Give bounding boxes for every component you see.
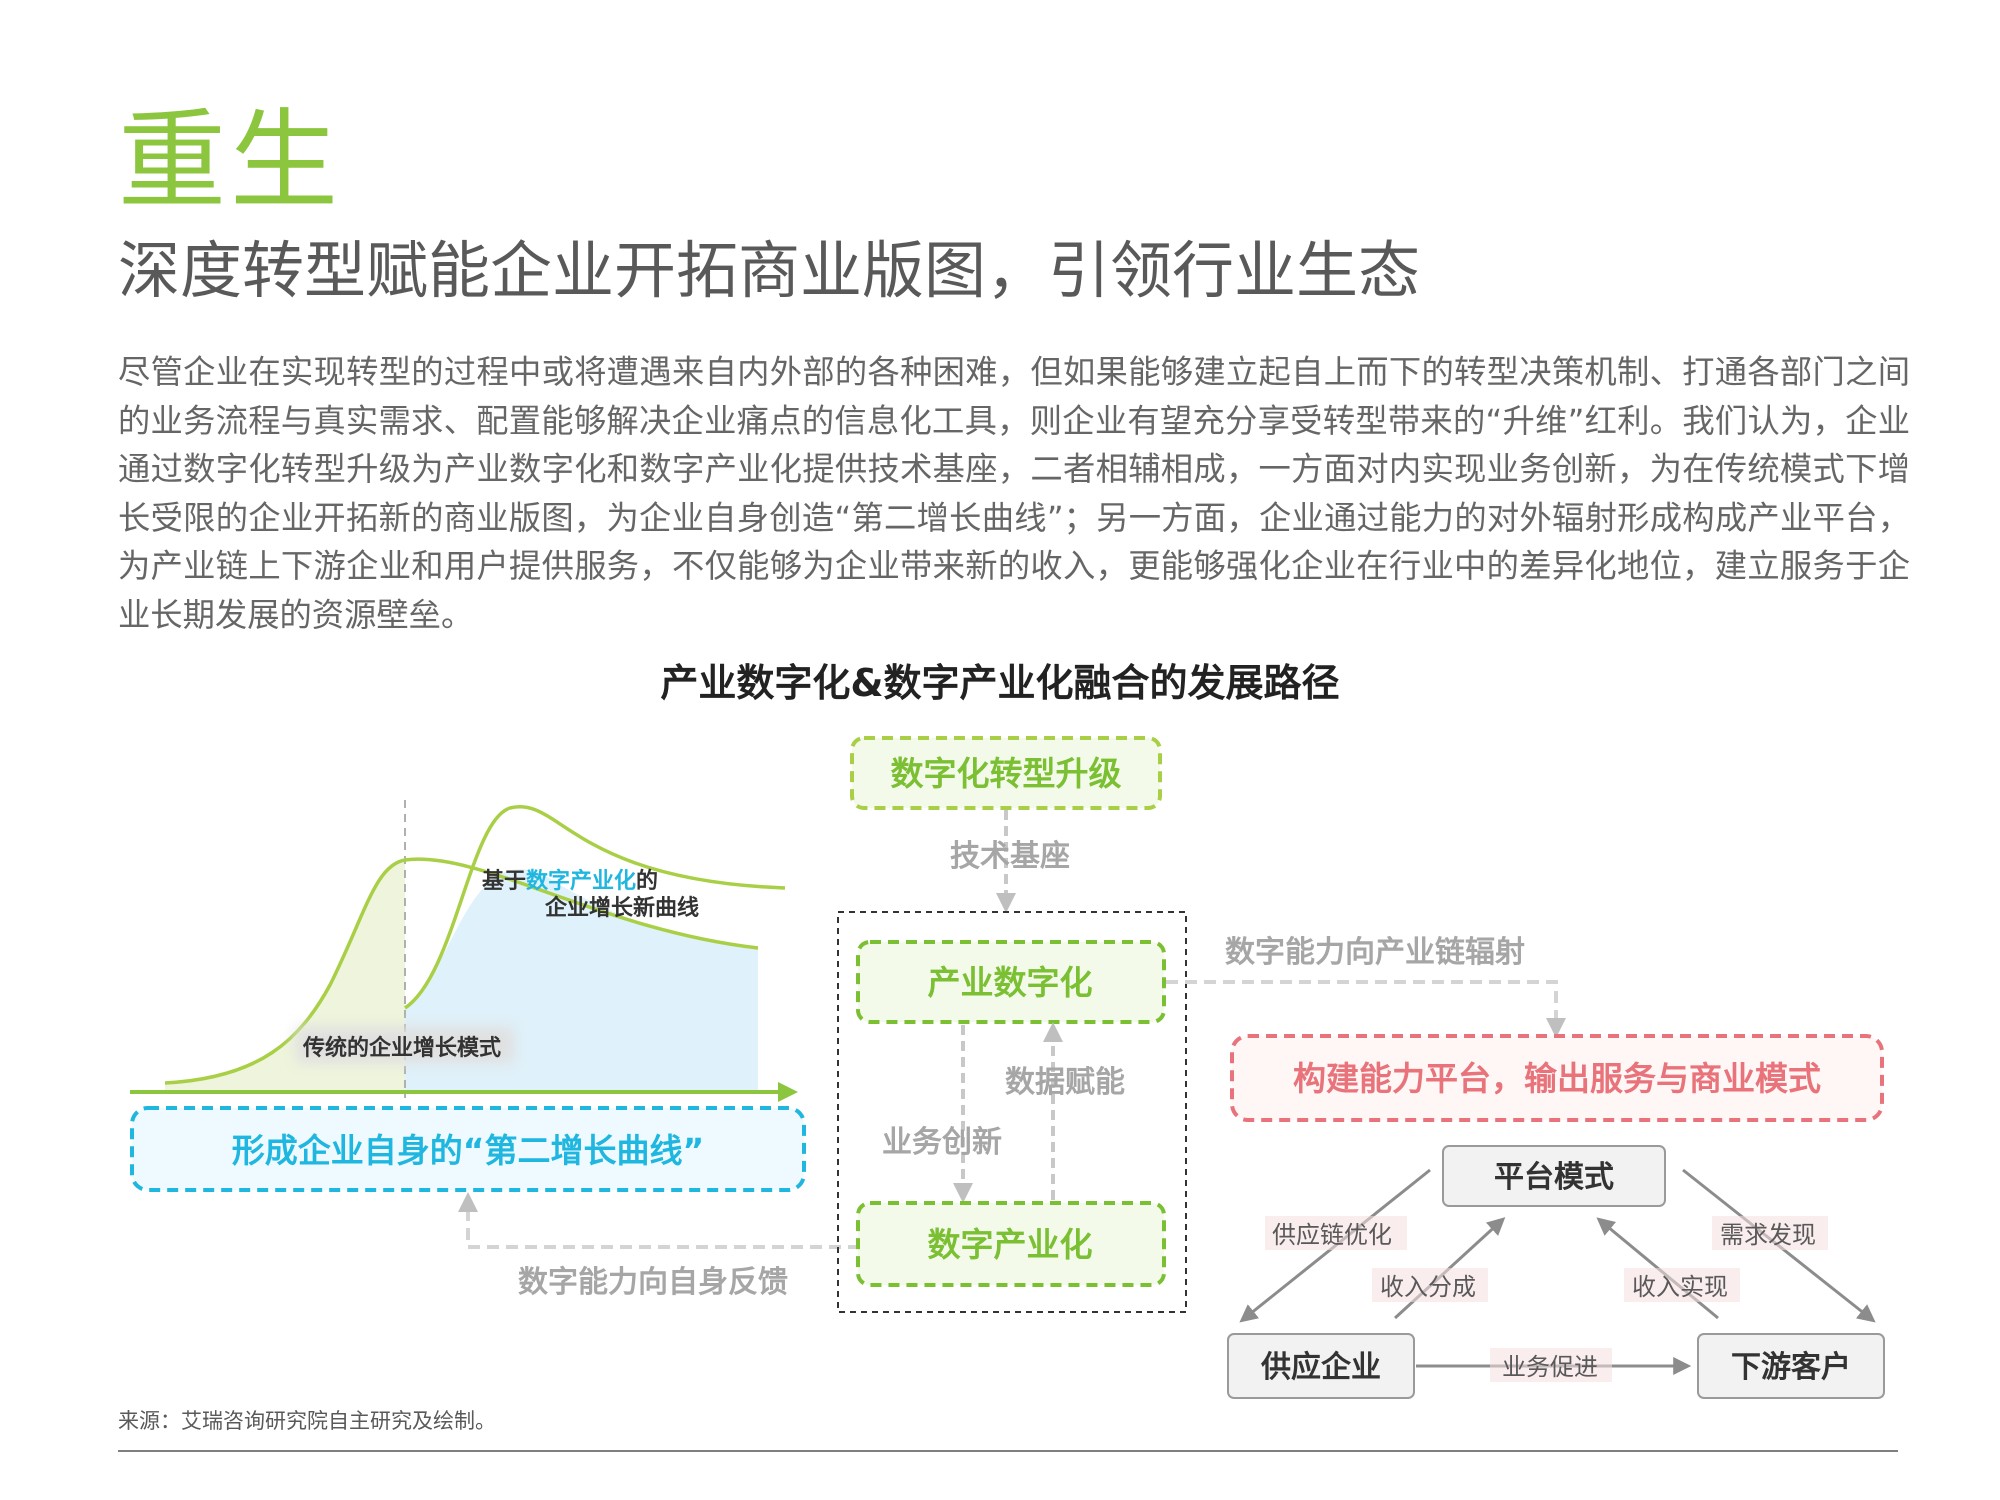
radiate-label: 数字能力向产业链辐射: [1225, 935, 1525, 970]
customer-node: 下游客户: [1697, 1333, 1885, 1399]
body-paragraph: 尽管企业在实现转型的过程中或将遭遇来自内外部的各种困难，但如果能够建立起自上而下…: [118, 353, 1910, 634]
platform-mode-node: 平台模式: [1442, 1145, 1666, 1207]
digital-transformation-label: 数字化转型升级: [891, 754, 1122, 793]
page-subtitle: 深度转型赋能企业开拓商业版图，引领行业生态: [118, 234, 1421, 307]
platform-mode-label: 平台模式: [1494, 1160, 1614, 1195]
diagram-title: 产业数字化&数字产业化融合的发展路径: [660, 661, 1340, 705]
customer-label: 下游客户: [1731, 1350, 1851, 1385]
platform-output-label: 构建能力平台，输出服务与商业模式: [1293, 1059, 1821, 1098]
revenue-share-label-bg: [1372, 1268, 1488, 1302]
platform-output-box: 构建能力平台，输出服务与商业模式: [1230, 1034, 1884, 1122]
supply-chain-label: 供应链优化: [1272, 1221, 1392, 1249]
demand-discovery-label-bg: [1712, 1216, 1828, 1250]
data-empower-label: 数据赋能: [1005, 1065, 1125, 1100]
business-innovation-label: 业务创新: [882, 1125, 1002, 1160]
source-note: 来源：艾瑞咨询研究院自主研究及绘制。: [118, 1409, 496, 1433]
supplier-label: 供应企业: [1260, 1350, 1381, 1385]
second-growth-curve-label: 形成企业自身的“第二增长曲线”: [232, 1131, 704, 1170]
supply-chain-label-bg: [1265, 1216, 1407, 1250]
industry-digitalization-box: 产业数字化: [856, 940, 1166, 1024]
traditional-label-glow: [296, 1027, 514, 1063]
feedback-arrow: [458, 1192, 860, 1249]
revenue-realize-label: 收入实现: [1632, 1273, 1728, 1301]
industry-digitalization-label: 产业数字化: [928, 963, 1093, 1002]
new-curve-label: 基于数字产业化的: [482, 868, 658, 894]
new-curve-label-line2: 企业增长新曲线: [544, 895, 699, 921]
second-growth-curve-box: 形成企业自身的“第二增长曲线”: [130, 1106, 806, 1192]
business-promote-label: 业务促进: [1502, 1353, 1598, 1381]
traditional-growth-label: 传统的企业增长模式: [302, 1035, 501, 1061]
radiate-arrow: [1166, 980, 1566, 1038]
tech-base-label: 技术基座: [950, 839, 1070, 874]
digital-industrialization-box: 数字产业化: [856, 1201, 1166, 1287]
revenue-realize-label-bg: [1624, 1268, 1740, 1302]
section-title: 重生: [118, 99, 343, 224]
demand-discovery-label: 需求发现: [1720, 1221, 1816, 1249]
business-promote-label-bg: [1490, 1348, 1612, 1382]
footer-divider: [118, 1450, 1898, 1452]
new-curve-line: [404, 804, 786, 1010]
feedback-label: 数字能力向自身反馈: [518, 1265, 788, 1300]
digital-industrialization-label: 数字产业化: [928, 1225, 1093, 1264]
revenue-share-label: 收入分成: [1380, 1273, 1476, 1301]
top-box-digital-transformation: 数字化转型升级: [850, 736, 1162, 810]
supplier-node: 供应企业: [1227, 1333, 1415, 1399]
traditional-curve-line: [164, 857, 759, 1085]
growth-curve-chart: 基于数字产业化的 企业增长新曲线 传统的企业增长模式: [130, 800, 798, 1102]
